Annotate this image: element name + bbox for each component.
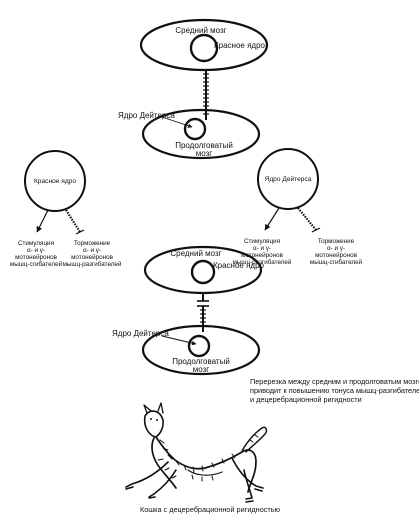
right-inhibition-text-3: мотонейронов <box>315 251 357 259</box>
left-inhibition-text-1: Торможение <box>74 240 111 247</box>
bottom-medulla-label-line1: Продолговатый <box>172 357 230 366</box>
cat-caption: Кошка с децеребрационной ригидностью <box>140 505 281 514</box>
midbrain-ellipse <box>139 18 269 72</box>
right-branch: Ядро Дейтерса Стимуляция α- и γ- мотоней… <box>233 148 363 266</box>
left-stimulation-text-3: мотонейронов <box>15 253 57 261</box>
right-inhibition-text-4: мышц-сгибателей <box>310 258 363 266</box>
left-inhibition-line <box>65 209 81 233</box>
left-inhibition-text-4: мышц-разгибателей <box>63 260 122 268</box>
left-stimulation-text-1: Стимуляция <box>18 240 54 247</box>
left-stimulation-text-2: α- и γ- <box>27 247 45 254</box>
right-stimulation-text-3: мотонейронов <box>241 251 283 259</box>
deiters-pointer <box>161 116 193 128</box>
left-inhibition-text-3: мотонейронов <box>71 253 113 261</box>
right-stimulation-text-2: α- и γ- <box>253 245 271 252</box>
left-red-nucleus-circle <box>24 150 86 212</box>
deiters-nucleus-circle <box>183 117 207 141</box>
bottom-deiters-label: Ядро Дейтерса <box>112 329 169 338</box>
right-inhibition-text-2: α- и γ- <box>327 245 345 252</box>
bottom-deiters-pointer <box>161 335 197 346</box>
bottom-deiters-circle <box>187 334 211 358</box>
top-diagram: Средний мозг Красное ядро Ядро Дейтерса … <box>118 18 269 160</box>
right-inhibition-line <box>297 207 317 231</box>
transection-text-1: Перерезка между средним и продолговатым … <box>250 377 419 386</box>
left-circle-label: Красное ядро <box>34 178 76 185</box>
medulla-ellipse <box>141 108 261 160</box>
bottom-red-nucleus-circle <box>190 259 216 285</box>
right-stimulation-text-4: мышц-разгибателей <box>233 258 292 266</box>
left-stimulation-arrow <box>36 209 49 233</box>
left-stimulation-text-4: мышц-сгибателей <box>10 260 63 268</box>
bottom-red-nucleus-label: Красное ядро <box>213 261 265 270</box>
left-inhibition-text-2: α- и γ- <box>83 247 101 254</box>
bottom-medulla-ellipse <box>141 324 261 376</box>
medulla-label-line2: мозг <box>196 149 213 158</box>
red-nucleus-label: Красное ядро <box>214 41 266 50</box>
right-stimulation-arrow <box>264 207 280 231</box>
left-branch: Красное ядро Стимуляция α- и γ- мотонейр… <box>10 150 122 268</box>
right-stimulation-text-1: Стимуляция <box>244 238 280 245</box>
bottom-medulla-label-line2: мозг <box>193 365 210 374</box>
decerebrate-cat-illustration <box>125 402 268 503</box>
transection-text-2: приводит к повышению тонуса мышц-разгиба… <box>250 386 419 395</box>
right-deiters-circle <box>257 148 319 210</box>
transection-explanation: Перерезка между средним и продолговатым … <box>250 377 419 404</box>
midbrain-label: Средний мозг <box>175 26 226 35</box>
right-circle-label: Ядро Дейтерса <box>265 175 312 183</box>
left-inhibition-bar <box>75 229 85 235</box>
bottom-midbrain-label: Средний мозг <box>170 249 221 258</box>
deiters-label: Ядро Дейтерса <box>118 111 175 120</box>
transection-text-3: и децеребрационной ригидности <box>250 395 362 404</box>
right-inhibition-text-1: Торможение <box>318 238 355 245</box>
bottom-diagram: Средний мозг Красное ядро Ядро Дейтерса … <box>112 245 265 376</box>
right-inhibition-bar <box>311 227 321 233</box>
red-nucleus-circle <box>189 33 219 63</box>
medulla-label-line1: Продолговатый <box>175 141 233 150</box>
